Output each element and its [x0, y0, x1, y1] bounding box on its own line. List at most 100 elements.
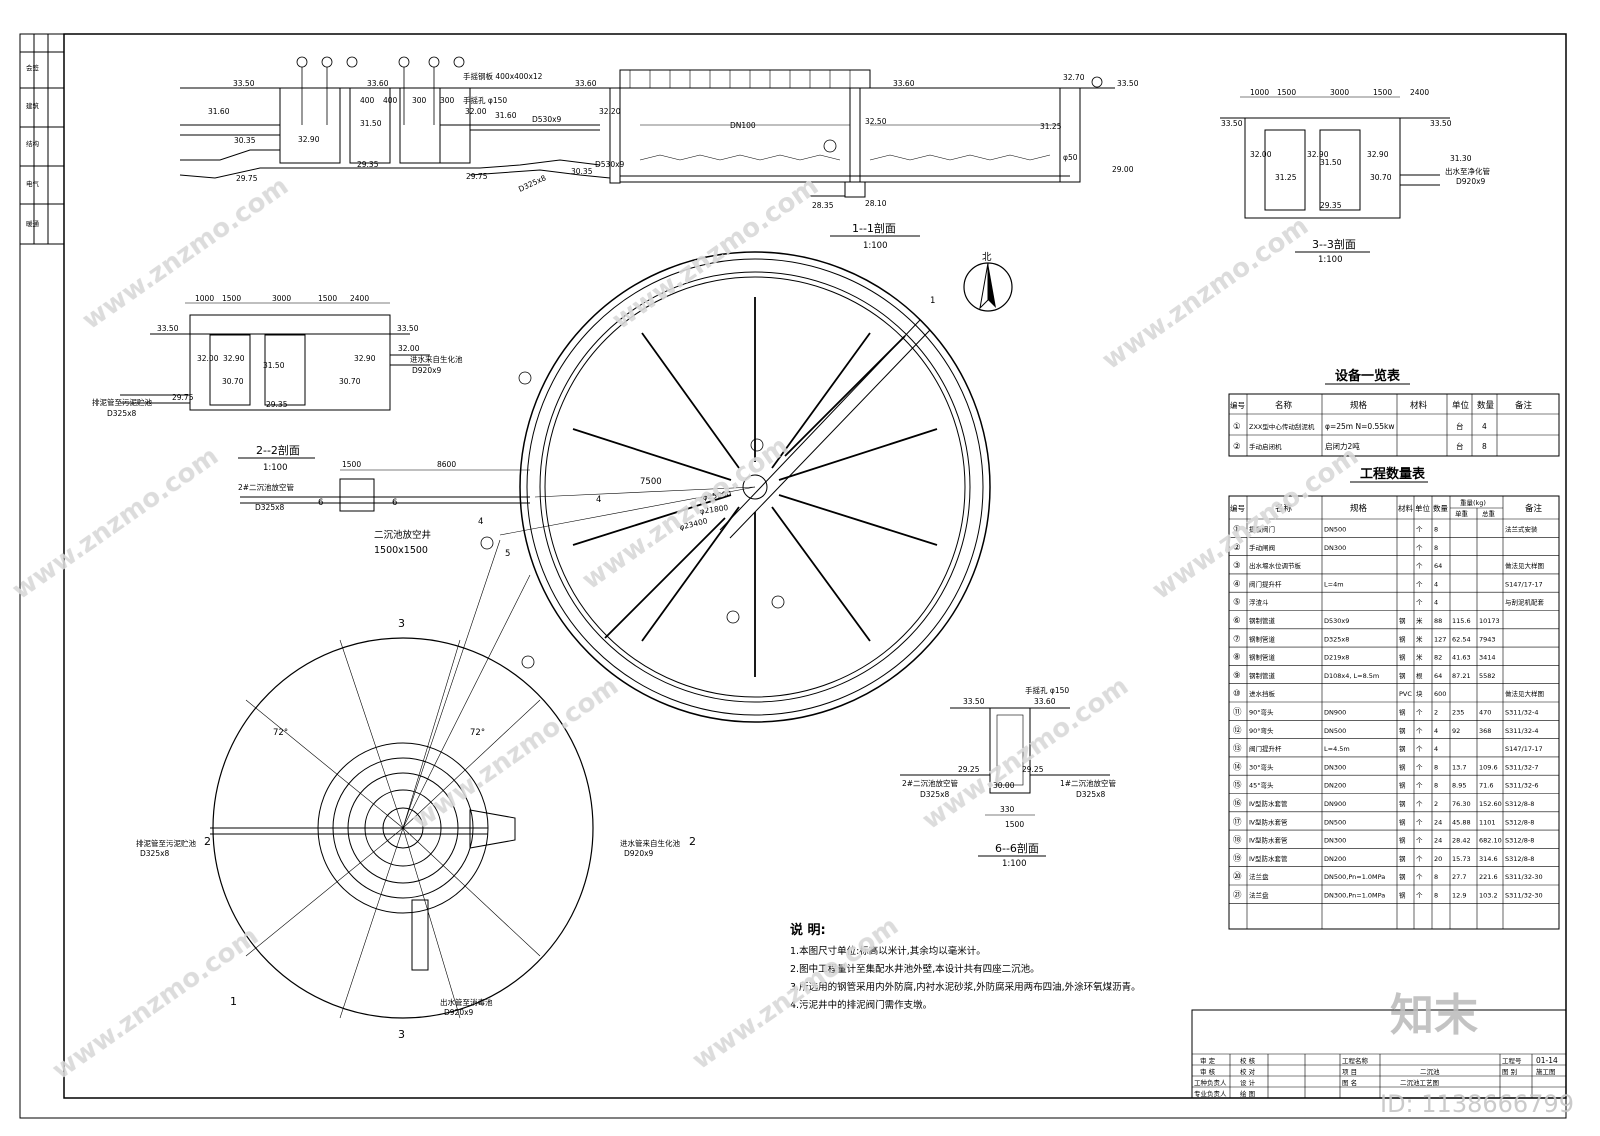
qty-cell: 90°弯头 — [1249, 726, 1274, 735]
col-head: 单位 — [1415, 503, 1431, 513]
qty-cell: L=4m — [1324, 580, 1344, 588]
col-head: 名称 — [1275, 400, 1293, 411]
pipe-label: D325x8 — [1076, 790, 1106, 799]
qty-cell: 7943 — [1479, 635, 1496, 643]
cell: ZXX型中心传动刮泥机 — [1249, 422, 1315, 431]
qty-cell: 个 — [1416, 580, 1423, 588]
level-label: 29.00 — [1112, 165, 1134, 174]
qty-cell: 钢 — [1399, 635, 1406, 643]
qty-cell: 8 — [1434, 873, 1438, 881]
qty-cell: 64 — [1434, 672, 1442, 680]
pipe-label: D325x8 — [140, 849, 170, 858]
qty-cell: 钢 — [1399, 800, 1406, 808]
clarifier-plan: 7500 φ25000 φ21800 φ23400 1 4 4 5 — [478, 251, 991, 723]
qty-cell: ① — [1233, 525, 1241, 535]
tb-value: 二沉池工艺图 — [1400, 1078, 1439, 1087]
quantity-table: 工程数量表 编号 名称 规格 材料 单位 数量 重量(kg) 备注 单重 总重 … — [1228, 466, 1560, 930]
notes-title: 说 明: — [790, 922, 826, 938]
level-label: 33.50 — [963, 697, 985, 706]
qty-cell: 钢 — [1399, 855, 1406, 863]
cell: 4 — [1482, 422, 1487, 431]
qty-cell: DN300,Pn=1.0MPa — [1324, 892, 1385, 900]
qty-cell: S311/32-4 — [1505, 727, 1538, 735]
qty-cell: 682.10 — [1479, 837, 1502, 845]
level-label: 30.35 — [234, 136, 256, 145]
level-label: 30.00 — [993, 781, 1015, 790]
level-label: 33.50 — [397, 324, 419, 333]
pipe-label: φ50 — [1063, 153, 1078, 162]
level-label: 29.25 — [1022, 765, 1044, 774]
watermark-text: www.znzmo.com — [77, 171, 294, 336]
dim-label: 7500 — [640, 477, 662, 487]
qty-cell: Ⅳ型防水套管 — [1249, 817, 1288, 826]
qty-cell: ⑱ — [1233, 836, 1242, 846]
col-head: 备注 — [1515, 400, 1533, 411]
side-label: 建筑 — [26, 101, 40, 110]
section-mark: 6 — [318, 498, 323, 508]
dim-label: 1500 — [1373, 88, 1392, 97]
level-label: 31.25 — [1275, 173, 1297, 182]
level-label: 29.75 — [172, 393, 194, 402]
qty-cell: 8 — [1434, 526, 1438, 534]
qty-cell: DN500 — [1324, 526, 1346, 534]
angle-label: 72° — [273, 728, 288, 738]
tb-label: 工种负责人 — [1194, 1078, 1227, 1087]
inflow-label: 进水来自生化池 — [410, 354, 463, 364]
pipe-label: D325x8 — [517, 173, 548, 194]
qty-cell: 米 — [1416, 616, 1423, 625]
cell: 台 — [1456, 421, 1464, 431]
qty-cell: 个 — [1416, 873, 1423, 881]
section-scale: 1:100 — [263, 463, 288, 473]
side-label: 电气 — [26, 179, 40, 188]
pipe-label: D920x9 — [624, 849, 654, 858]
col-head: 单位 — [1452, 400, 1470, 411]
tb-label: 设 计 — [1240, 1078, 1256, 1087]
qty-cell: 71.6 — [1479, 782, 1493, 790]
qty-cell: 钢 — [1399, 782, 1406, 790]
watermark-text: www.znzmo.com — [7, 441, 224, 606]
qty-cell: 做法见大样图 — [1505, 689, 1544, 698]
col-head: 编号 — [1230, 503, 1245, 513]
section-2-2: 1000 1500 3000 1500 2400 33.50 33.50 32.… — [92, 294, 463, 473]
qty-cell: ④ — [1233, 579, 1241, 589]
image-id: ID: 1138666799 — [1380, 1090, 1574, 1118]
level-label: 33.60 — [575, 79, 597, 88]
note-item: 2.图中工程量计至集配水井池外壁,本设计共有四座二沉池。 — [790, 963, 1040, 975]
cell: 台 — [1456, 441, 1464, 451]
dim-label: 2400 — [350, 294, 369, 303]
pipe-label: D325x8 — [255, 503, 285, 512]
section-mark: 4 — [596, 495, 601, 505]
level-label: 32.50 — [865, 117, 887, 126]
empty-well: 1500 8600 2#二沉池放空管 D325x8 二沉池放空井 1500x15… — [238, 460, 530, 556]
qty-table-title: 工程数量表 — [1360, 466, 1426, 482]
qty-cell: 115.6 — [1452, 617, 1471, 625]
qty-cell: 个 — [1416, 526, 1423, 534]
col-head: 材料 — [1410, 400, 1428, 411]
level-label: 33.60 — [1034, 697, 1056, 706]
tb-label: 审 核 — [1200, 1067, 1216, 1076]
qty-cell: 阀门提升杆 — [1249, 579, 1282, 588]
section-3-3: 1000 1500 3000 1500 2400 33.50 33.50 32.… — [1220, 88, 1490, 265]
qty-cell: Ⅳ型防水套管 — [1249, 836, 1288, 845]
qty-cell: PVC — [1399, 690, 1412, 698]
qty-cell: DN900 — [1324, 709, 1346, 717]
qty-cell: 钢 — [1399, 654, 1406, 662]
qty-cell: 82 — [1434, 654, 1442, 662]
qty-cell: D219x8 — [1324, 654, 1349, 662]
qty-cell: 8 — [1434, 782, 1438, 790]
qty-cell: 27.7 — [1452, 873, 1466, 881]
side-label: 结构 — [26, 139, 40, 148]
level-label: 28.10 — [865, 199, 887, 208]
qty-cell: ⑪ — [1233, 708, 1242, 718]
qty-cell: ⑫ — [1233, 726, 1242, 736]
col-head: 规格 — [1350, 400, 1368, 411]
qty-cell: ⑭ — [1233, 762, 1242, 772]
level-label: 31.50 — [1320, 158, 1342, 167]
empty-pipe-label: 2#二沉池放空管 — [902, 778, 959, 788]
empty-pipe-label: 2#二沉池放空管 — [238, 482, 295, 492]
qty-cell: ⑮ — [1233, 781, 1242, 791]
qty-cell: 2 — [1434, 709, 1438, 717]
qty-cell: 12.9 — [1452, 892, 1466, 900]
tb-label: 工程号 — [1502, 1056, 1522, 1065]
